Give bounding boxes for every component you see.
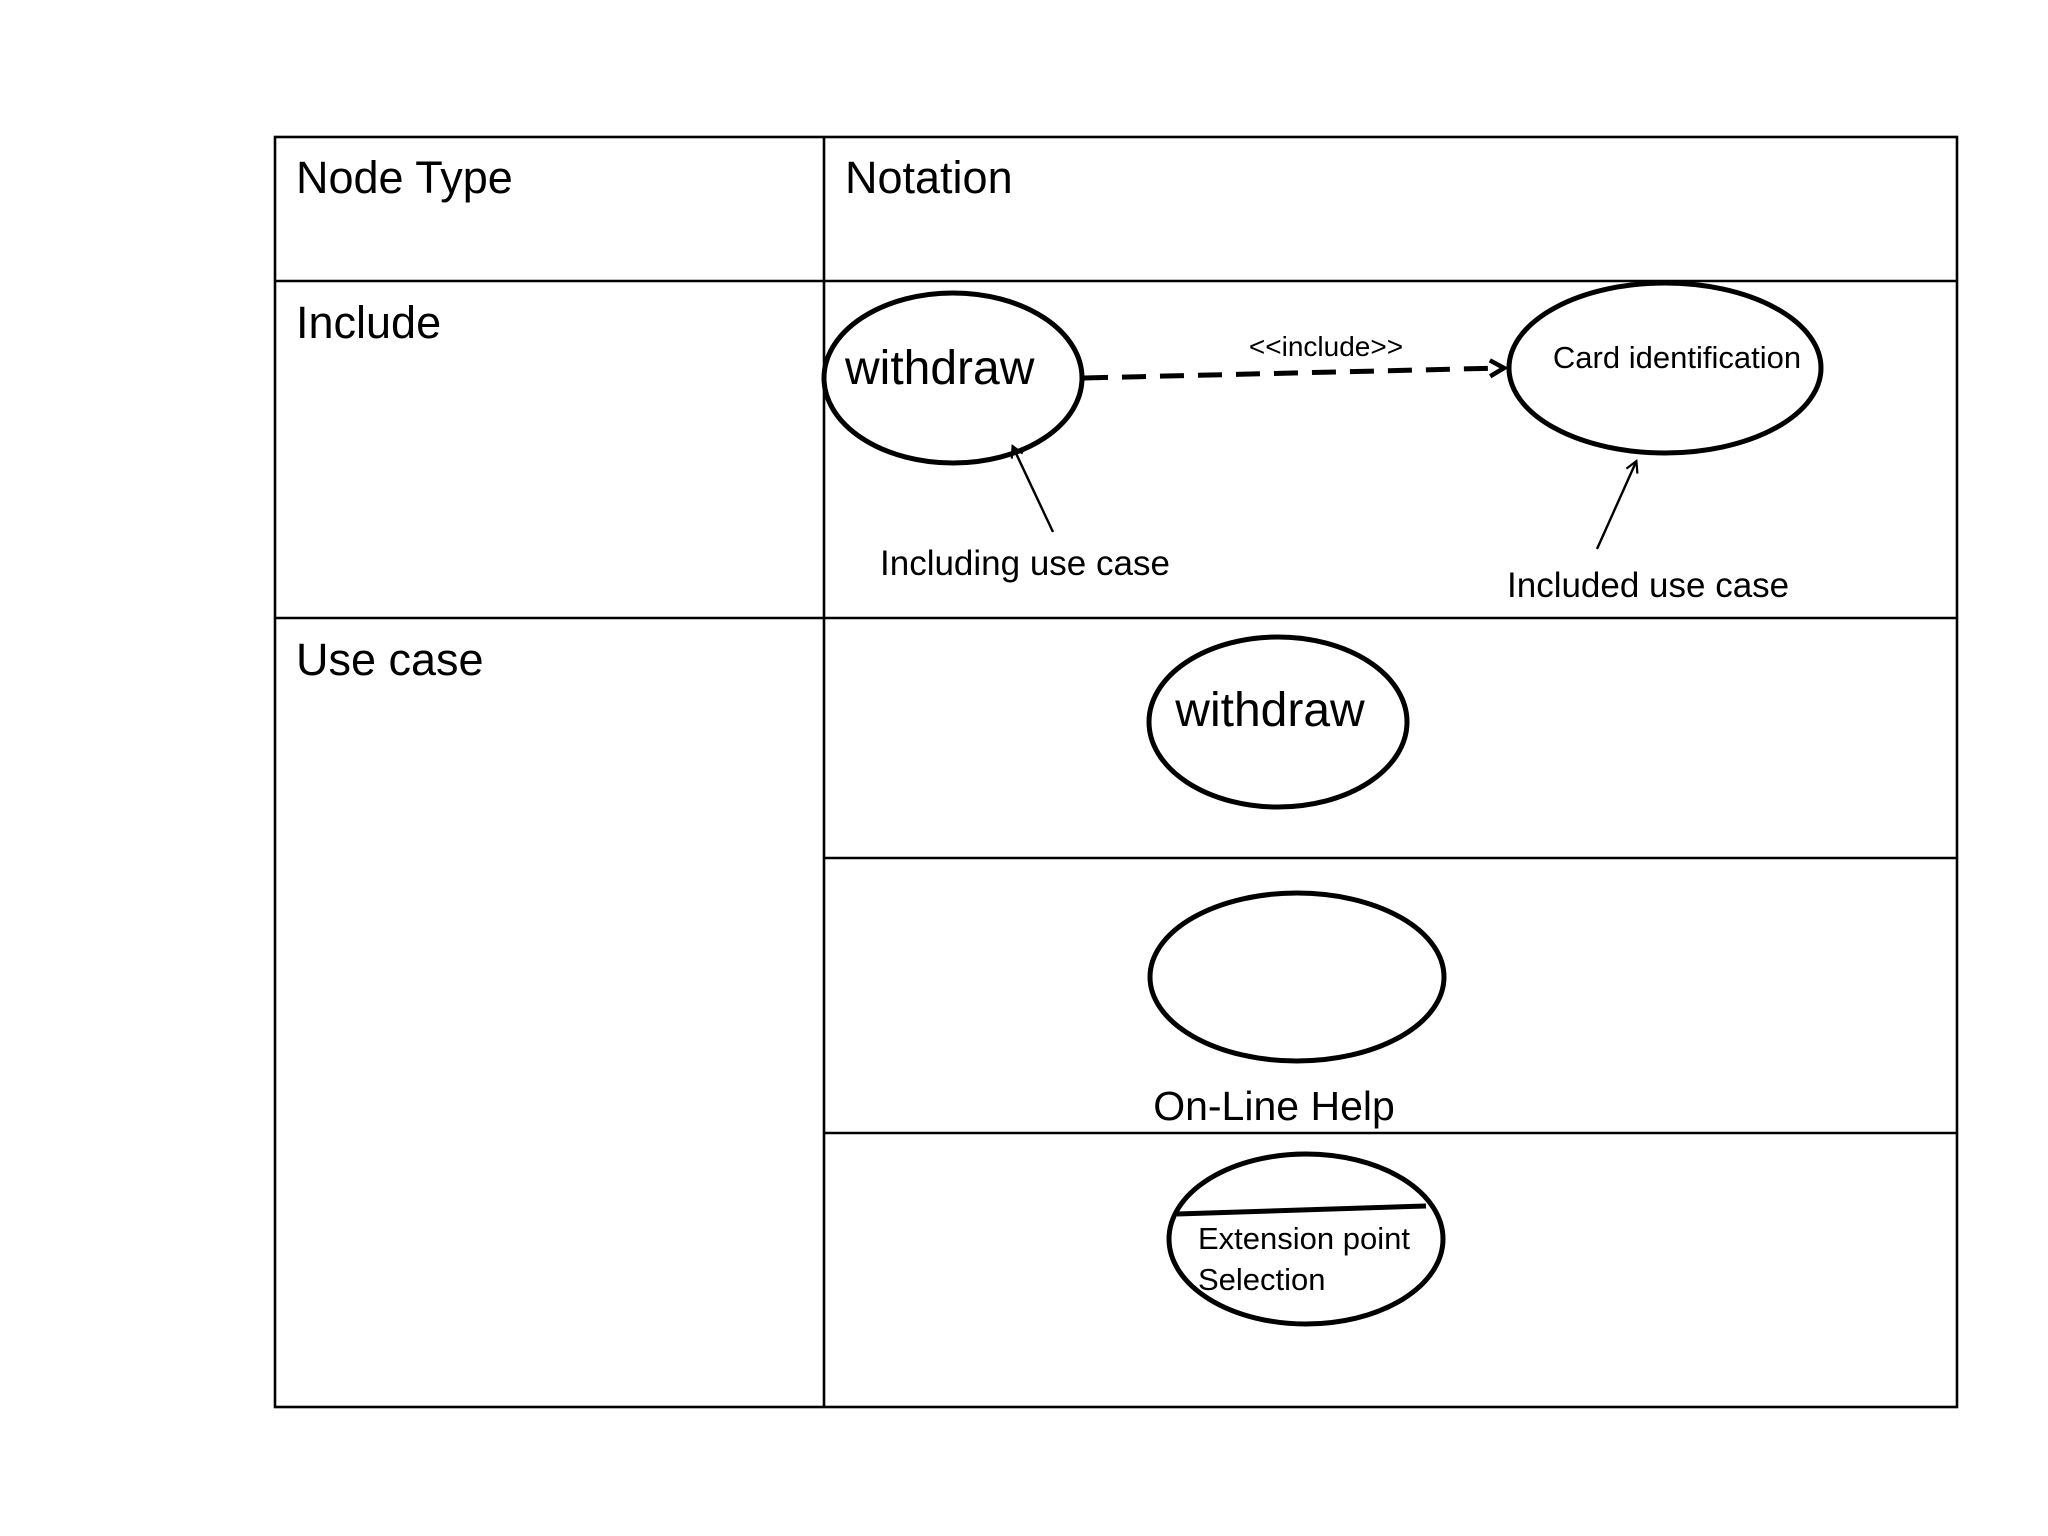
include-stereotype-label: <<include>> xyxy=(1249,331,1403,362)
use-case-ellipse xyxy=(1146,634,1410,810)
included-pointer-arrow xyxy=(1595,462,1636,550)
use-case-ellipse-empty xyxy=(1147,890,1447,1064)
row-label-include: Include xyxy=(296,297,441,348)
use-case-caption-below: On-Line Help xyxy=(1153,1083,1395,1129)
included-use-case-name: Card identification xyxy=(1553,340,1801,375)
include-dependency-arrow xyxy=(1083,368,1503,381)
including-pointer-arrow xyxy=(1013,447,1055,533)
table-border xyxy=(273,135,1959,1409)
included-use-case-caption: Included use case xyxy=(1507,566,1789,605)
use-case-name: withdraw xyxy=(1174,684,1365,737)
extension-point-heading: Extension point xyxy=(1198,1221,1410,1256)
header-node-type: Node Type xyxy=(296,152,513,203)
extension-compartment-line xyxy=(1176,1203,1427,1217)
use-case-ellipse-extension xyxy=(1166,1151,1446,1327)
row-label-use-case: Use case xyxy=(296,634,484,685)
header-notation: Notation xyxy=(845,152,1013,203)
use-case-notation-caption: On-Line Help xyxy=(1147,890,1447,1129)
extension-point-name: Selection xyxy=(1198,1262,1326,1297)
including-use-case-caption: Including use case xyxy=(880,544,1170,583)
including-use-case-ellipse xyxy=(821,290,1085,466)
including-use-case-name: withdraw xyxy=(844,342,1035,395)
included-use-case-ellipse xyxy=(1506,280,1824,456)
use-case-notation-simple: withdraw xyxy=(1146,634,1410,810)
include-notation: withdraw <<include>> Card identification… xyxy=(821,280,1824,605)
use-case-notation-extension: Extension point Selection xyxy=(1166,1151,1446,1327)
